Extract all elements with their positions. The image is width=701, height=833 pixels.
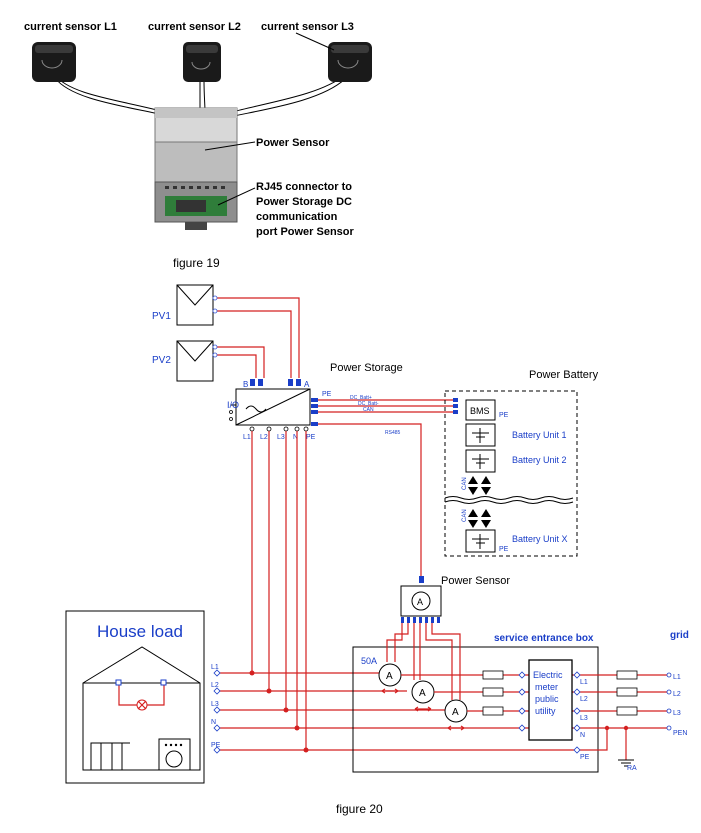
- current-sensor-l2: [183, 42, 221, 82]
- pv-wiring: [215, 297, 300, 378]
- power-battery: [444, 390, 578, 557]
- power-sensor-ammeter-symbol: A: [417, 597, 423, 607]
- pv-input-b: B: [243, 380, 248, 389]
- rj45-line-1: RJ45 connector to: [256, 181, 352, 193]
- earth-ground: [618, 759, 634, 767]
- pen-junctions: [604, 725, 629, 731]
- bus-junctions: [249, 670, 309, 753]
- pv-input-a: A: [304, 380, 310, 389]
- pv2-module: [176, 340, 214, 382]
- sensor-l3-label: current sensor L3: [261, 21, 354, 33]
- fuse-rating: 50A: [361, 656, 377, 666]
- house-bus-wiring: [216, 431, 579, 751]
- svg-text:L3: L3: [580, 715, 588, 722]
- ammeter-l1: [378, 663, 402, 694]
- rj45-pointer: [217, 187, 256, 206]
- io-label: I/O: [227, 400, 239, 410]
- ammeter-l3-symbol: A: [452, 707, 459, 718]
- power-battery-label: Power Battery: [529, 369, 599, 381]
- svg-text:N: N: [211, 719, 216, 726]
- svg-text:L1: L1: [243, 434, 251, 441]
- rs485-label: RS485: [385, 430, 401, 436]
- pv2-label: PV2: [152, 355, 171, 366]
- svg-text:L3: L3: [673, 710, 681, 717]
- inverter-pe-label: PE: [322, 391, 332, 398]
- meter-line-2: meter: [535, 682, 558, 692]
- ra-label: RA: [627, 765, 637, 772]
- meter-line-1: Electric: [533, 670, 563, 680]
- sensor-l3-pointer: [295, 32, 335, 51]
- figure-19-caption: figure 19: [173, 256, 220, 270]
- house-terminals: [213, 669, 221, 754]
- box-terminals: [518, 671, 672, 754]
- battery-unit-x: Battery Unit X: [512, 534, 568, 544]
- meter-line-3: public: [535, 694, 559, 704]
- svg-text:N: N: [580, 732, 585, 739]
- house-load-title: House load: [97, 622, 183, 641]
- power-sensor-label: Power Sensor: [256, 137, 330, 149]
- svg-text:L1: L1: [580, 679, 588, 686]
- battery-wiring: [318, 399, 453, 576]
- svg-text:L2: L2: [260, 434, 268, 441]
- grid-terminal-labels: L1 L2 L3 PEN: [673, 674, 687, 737]
- ammeter-l2-symbol: A: [419, 688, 426, 699]
- power-sensor-box: [400, 576, 442, 623]
- current-sensor-l1: [32, 42, 76, 82]
- svg-text:PE: PE: [211, 742, 221, 749]
- pv1-label: PV1: [152, 311, 171, 322]
- battery-unit-2: Battery Unit 2: [512, 455, 567, 465]
- pv1-module: [176, 284, 214, 326]
- svg-text:N: N: [293, 434, 298, 441]
- fuses: [482, 670, 638, 716]
- power-sensor-label-fig20: Power Sensor: [441, 575, 510, 587]
- svg-text:PEN: PEN: [673, 730, 687, 737]
- rj45-line-4: port Power Sensor: [256, 226, 355, 238]
- meter-line-4: utility: [535, 706, 556, 716]
- grid-label: grid: [670, 630, 689, 641]
- service-entrance-box: [352, 646, 599, 773]
- dc-batt-plus: DC_Batt+: [350, 395, 372, 401]
- meter-terminal-labels: L1 L2 L3 N PE: [580, 679, 590, 761]
- figure-20-caption: figure 20: [336, 802, 383, 816]
- svg-text:L3: L3: [277, 434, 285, 441]
- power-sensor-device: [154, 107, 238, 230]
- power-storage-label: Power Storage: [330, 362, 403, 374]
- service-box-label: service entrance box: [494, 633, 594, 644]
- svg-text:L2: L2: [673, 691, 681, 698]
- can-label: CAN: [363, 407, 374, 413]
- svg-text:L2: L2: [211, 682, 219, 689]
- svg-text:L1: L1: [211, 664, 219, 671]
- bms-pe-label: PE: [499, 412, 509, 419]
- current-sensor-l3: [328, 42, 372, 82]
- house-terminal-labels: L1 L2 L3 N PE: [211, 664, 221, 749]
- electric-meter: [528, 659, 573, 741]
- power-sensor-pointer: [204, 141, 256, 151]
- can-label-2: CAN: [462, 509, 468, 522]
- rj45-line-2: Power Storage DC: [256, 196, 352, 208]
- house-load-box: [65, 610, 205, 784]
- sensor-leads: [386, 623, 461, 700]
- figure-19: current sensor L1 current sensor L2 curr…: [24, 21, 372, 270]
- svg-text:PE: PE: [580, 754, 590, 761]
- dc-batt-minus: DC_Batt-: [358, 401, 379, 407]
- inverter-terminal-labels: L1 L2 L3 N PE: [243, 434, 316, 441]
- svg-text:PE: PE: [306, 434, 316, 441]
- battery-unit-1: Battery Unit 1: [512, 430, 567, 440]
- sensor-l2-label: current sensor L2: [148, 21, 241, 33]
- can-label-1: CAN: [462, 477, 468, 490]
- sensor-l1-label: current sensor L1: [24, 21, 117, 33]
- pv-terminals: [212, 295, 218, 358]
- battery-pe-label: PE: [499, 546, 509, 553]
- figure-20: PV1 PV2: [65, 284, 689, 816]
- svg-text:L2: L2: [580, 696, 588, 703]
- rj45-line-3: communication: [256, 211, 338, 223]
- svg-text:L3: L3: [211, 701, 219, 708]
- ammeter-l1-symbol: A: [386, 671, 393, 682]
- bms-label: BMS: [470, 406, 490, 416]
- svg-text:L1: L1: [673, 674, 681, 681]
